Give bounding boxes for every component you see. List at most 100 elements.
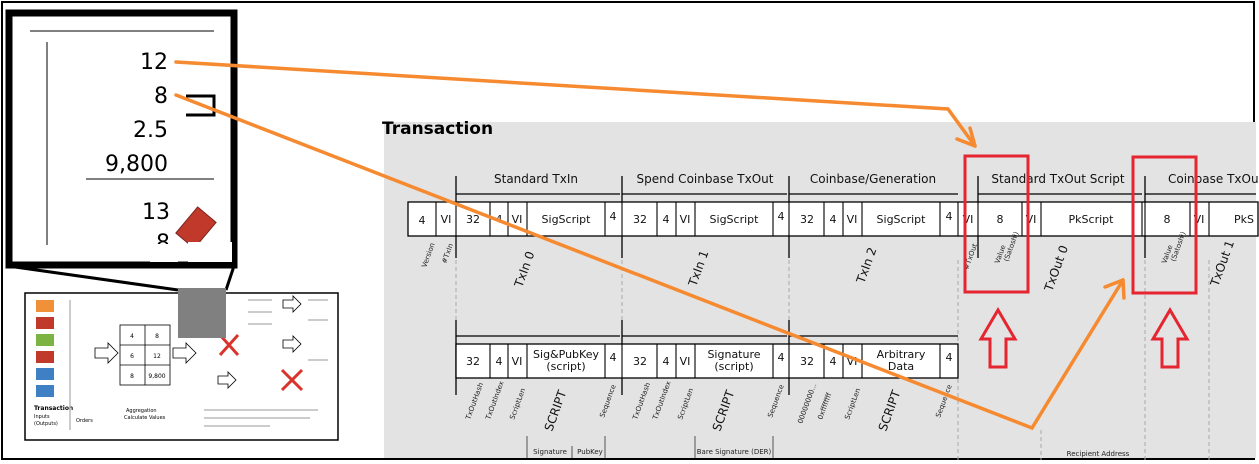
thumb-tag [36, 300, 54, 312]
thumb-caption: (Outputs) [34, 421, 58, 427]
cell-prev-hash: 32 [466, 213, 480, 226]
top-row: Standard TxIn Spend Coinbase TxOut Coinb… [407, 172, 1259, 294]
thumb-arrow-icon [94, 342, 119, 364]
arrow-line [174, 93, 1125, 431]
zoom-connector [7, 264, 236, 338]
footer-pubkey: PubKey [577, 448, 603, 456]
bottom-field-strip [455, 343, 959, 379]
cell-hash: 32 [466, 355, 480, 368]
thumb-tag [36, 317, 54, 329]
cell-index: 4 [496, 355, 503, 368]
cell-vi: VI [847, 355, 858, 368]
footer-bare-signature: Bare Signature (DER) [697, 448, 772, 456]
highlights [963, 154, 1198, 369]
group-label-standard-txout-script: Standard TxOut Script [991, 172, 1125, 186]
label-scriptlen: ScriptLen [508, 387, 527, 421]
zoom-highlight [178, 288, 226, 338]
label-version: Version [420, 242, 436, 269]
footer-recipient-address: Recipient Address [1067, 450, 1130, 458]
pencil-icon [175, 206, 217, 250]
cell-sequence: 4 [946, 210, 953, 223]
script-line-1: Arbitrary [877, 348, 926, 361]
group-label-spend-coinbase: Spend Coinbase TxOut [637, 172, 774, 186]
thumb-grid-cell: 8 [130, 373, 134, 380]
cell-version: 4 [419, 214, 426, 227]
label-txouthash: TxOutHash [631, 382, 652, 422]
thumb-grid-cell: 6 [130, 353, 134, 360]
group-label-standard-txin: Standard TxIn [494, 172, 578, 186]
script-line-1: Sig&PubKey [533, 348, 599, 361]
txin-0-label: TxIn 0 [511, 249, 537, 290]
cell-pkscript: PkScript [1069, 213, 1115, 226]
calc-value: 8 [154, 84, 168, 109]
thumb-tag [36, 385, 54, 397]
cell-sigscript: SigScript [877, 213, 927, 226]
cell-vi: VI [680, 213, 691, 226]
thumb-grid-cell: 9,800 [148, 373, 165, 380]
field-strip [407, 201, 1259, 237]
cell-vi: VI [680, 355, 691, 368]
cell-vi: VI [512, 213, 523, 226]
bottom-row: 32 4 VI Sig&PubKey (script) 4 32 4 VI Si… [455, 320, 1130, 458]
label-sequence: Sequence [598, 383, 617, 418]
script-line-2: (script) [546, 360, 585, 373]
cell-pkscript-partial: PkS [1234, 213, 1254, 226]
label-sequence: Sequence [934, 383, 953, 418]
cell-sequence: 4 [610, 210, 617, 223]
thumb-arrow-icon [282, 335, 302, 353]
cell-vi: VI [1194, 213, 1205, 226]
cell-hash: 32 [800, 355, 814, 368]
footer-signature: Signature [533, 448, 567, 456]
calc-value: 2.5 [133, 118, 168, 143]
thumb-caption: Calculate Values [124, 415, 166, 421]
thumb-grid-cell: 12 [153, 353, 161, 360]
script-label: SCRIPT [710, 388, 738, 433]
cell-value: 8 [997, 213, 1004, 226]
thumb-arrow-icon [217, 371, 237, 389]
cell-sequence: 4 [778, 210, 785, 223]
value-highlight-box [1131, 155, 1198, 295]
txout-1-label: TxOut 1 [1207, 238, 1237, 288]
group-label-coinbase-generation: Coinbase/Generation [810, 172, 936, 186]
group-label-coinbase-txout: Coinbase TxOut [1168, 172, 1259, 186]
label-txoutindex: TxOutIndex [651, 380, 673, 422]
script-line-1: Signature [707, 348, 760, 361]
panel-title: Transaction [382, 119, 494, 139]
cell-vi: VI [512, 355, 523, 368]
txout-0-label: TxOut 0 [1041, 243, 1071, 293]
bracket-icon [186, 94, 216, 117]
thumb-grid-cell: 8 [155, 333, 159, 340]
thumb-arrow-icon [172, 342, 197, 364]
txin-1-label: TxIn 1 [685, 248, 711, 289]
cell-prev-hash: 32 [633, 213, 647, 226]
cell-vi: VI [847, 213, 858, 226]
transaction-panel [384, 122, 1256, 458]
cell-index: 4 [830, 355, 837, 368]
orange-arrows [174, 60, 1126, 431]
arrowhead-icon [1103, 278, 1126, 300]
thumb-caption: Orders [76, 418, 93, 424]
cell-sequence: 4 [610, 351, 617, 364]
thumb-tag [36, 368, 54, 380]
cell-vi: VI [963, 213, 974, 226]
thumb-cross-icon [218, 333, 240, 357]
value-highlight-box [963, 154, 1030, 294]
cell-value: 8 [1164, 213, 1171, 226]
label-scriptlen: ScriptLen [676, 387, 695, 421]
cell-sequence: 4 [946, 351, 953, 364]
label-txin-count: #TxIn [440, 242, 455, 264]
cell-sequence: 4 [778, 351, 785, 364]
cell-hash: 32 [633, 355, 647, 368]
thumb-cross-icon [280, 368, 304, 392]
cell-prev-index: 4 [663, 213, 670, 226]
cell-prev-hash: 32 [800, 213, 814, 226]
label-zero-hash: 00000000... [796, 382, 818, 424]
label-txoutindex: TxOutIndex [484, 380, 506, 422]
thumb-caption: Transaction [34, 405, 73, 412]
thumb-tag [36, 334, 54, 346]
cell-prev-index: 4 [830, 213, 837, 226]
up-arrow-icon [1150, 307, 1190, 369]
up-arrow-icon [978, 307, 1018, 369]
